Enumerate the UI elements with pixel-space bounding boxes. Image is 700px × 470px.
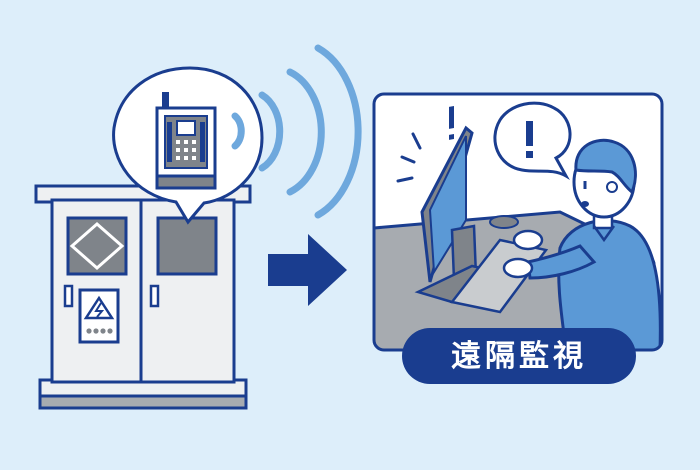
remote-monitoring-label: 遠隔監視 <box>402 328 636 384</box>
transmitter-bubble <box>112 66 264 225</box>
high-voltage-warning-icon <box>78 288 120 344</box>
monitoring-room-panel <box>372 92 664 352</box>
operator-person-icon <box>502 138 662 350</box>
wireless-signal-icon <box>231 44 362 219</box>
wireless-transmitter-icon <box>155 92 217 190</box>
remote-monitoring-label-text: 遠隔監視 <box>451 339 587 374</box>
exclamation-alert-icon <box>493 101 572 180</box>
electrical-cabinet-icon <box>34 184 252 410</box>
right-arrow-icon <box>268 234 347 306</box>
